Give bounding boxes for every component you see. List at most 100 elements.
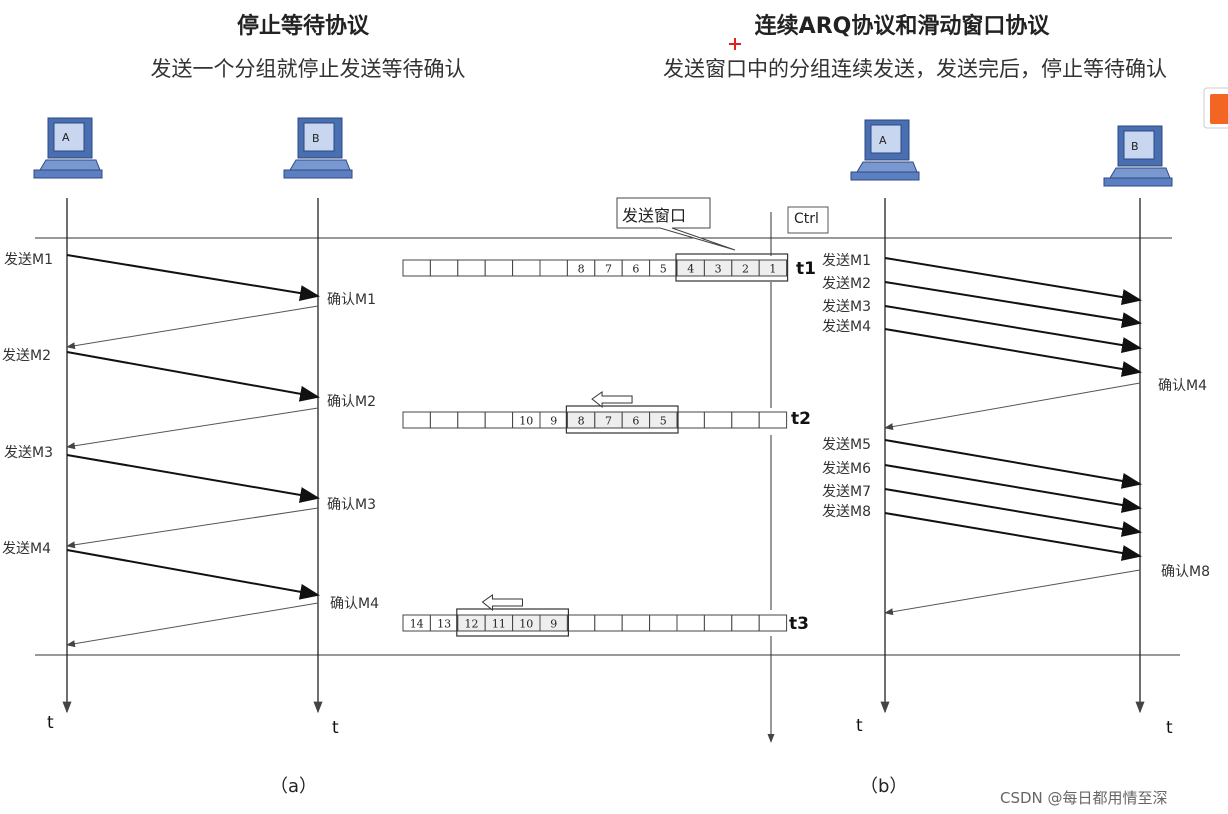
host-a-left-label: A	[62, 131, 70, 144]
ack-arrow	[66, 407, 319, 450]
send-arrow	[66, 549, 320, 600]
sequence-cell	[539, 259, 568, 277]
send-window-callout: 发送窗口	[622, 206, 687, 225]
send-arrow	[884, 305, 1142, 353]
sequence-number: 2	[742, 263, 749, 276]
host-b-right-label: B	[1131, 140, 1139, 153]
ack-arrow	[884, 569, 1141, 616]
time-t2: t2	[791, 409, 811, 429]
left-arrow-icon	[481, 594, 523, 612]
computer-icon	[33, 117, 103, 179]
sequence-number: 7	[605, 263, 612, 276]
send-arrow	[884, 464, 1142, 513]
ack-arrow	[66, 507, 319, 549]
send-label: 发送M7	[822, 484, 871, 500]
host-b-left-label: B	[312, 132, 320, 145]
send-label: 发送M1	[822, 253, 871, 269]
cursor-cross-icon	[729, 38, 741, 50]
sequence-number: 12	[465, 618, 479, 631]
send-label: 发送M3	[4, 445, 53, 461]
ctrl-tooltip: Ctrl	[794, 211, 819, 227]
sequence-number: 5	[660, 263, 667, 276]
send-window-frame	[565, 405, 679, 434]
sequence-cell	[402, 411, 431, 429]
computer-icon	[1103, 125, 1173, 187]
ack-label: 确认M4	[1158, 378, 1207, 394]
send-arrow	[884, 257, 1142, 305]
sequence-number: 6	[632, 415, 639, 428]
right-subtitle: 发送窗口中的分组连续发送，发送完后，停止等待确认	[663, 57, 1167, 81]
send-arrow	[884, 488, 1142, 537]
sequence-number: 1	[769, 263, 776, 276]
host-a-right-label: A	[879, 134, 887, 147]
sequence-cell	[566, 614, 596, 632]
send-window-frame	[675, 253, 789, 282]
send-window-callout-box	[616, 197, 736, 251]
sequence-number: 4	[687, 263, 694, 276]
sequence-number: 8	[578, 415, 585, 428]
time-axis-label: t	[332, 718, 339, 738]
send-arrow	[66, 254, 320, 301]
sequence-cell	[676, 614, 705, 632]
send-label: 发送M6	[822, 461, 871, 477]
send-label: 发送M2	[2, 348, 51, 364]
sequence-number: 3	[715, 263, 722, 276]
ctrl-tooltip-box	[787, 206, 829, 234]
sequence-cell	[731, 411, 760, 429]
send-arrow	[66, 454, 320, 503]
sequence-number: 5	[660, 415, 667, 428]
ack-arrow	[884, 382, 1141, 431]
sequence-number: 10	[519, 618, 533, 631]
sequence-cell	[649, 614, 678, 632]
ack-arrow	[66, 305, 319, 350]
time-t3: t3	[789, 614, 809, 634]
send-arrow	[66, 351, 320, 402]
left-title: 停止等待协议	[236, 14, 370, 39]
sequence-cell	[484, 259, 514, 277]
ack-label: 确认M4	[330, 596, 379, 612]
sequence-cell	[457, 411, 486, 429]
sequence-number: 11	[492, 618, 506, 631]
send-arrow	[884, 281, 1142, 329]
sequence-cell	[758, 614, 788, 632]
ack-label: 确认M2	[327, 394, 376, 410]
caption-a: （a）	[270, 776, 318, 797]
watermark: CSDN @每日都用情至深	[1000, 789, 1168, 807]
send-label: 发送M3	[822, 299, 871, 315]
time-t1: t1	[796, 259, 816, 279]
sequence-number: 6	[632, 263, 639, 276]
ack-label: 确认M3	[327, 497, 376, 513]
send-arrow	[884, 439, 1142, 489]
ack-arrow	[66, 602, 319, 648]
sequence-number: 10	[519, 415, 533, 428]
sequence-cell	[731, 614, 760, 632]
computer-icon	[283, 117, 353, 179]
caption-b: （b）	[860, 776, 908, 797]
sequence-cell	[429, 411, 459, 429]
time-axis-label: t	[1166, 718, 1173, 738]
sequence-number: 8	[578, 263, 585, 276]
computer-icon	[850, 119, 920, 181]
send-arrow	[884, 512, 1142, 561]
send-window-frame	[456, 608, 569, 637]
sequence-cell	[676, 411, 705, 429]
sequence-cell	[758, 259, 788, 277]
sequence-cell	[484, 411, 514, 429]
sequence-cell	[703, 614, 733, 632]
send-arrow	[884, 328, 1142, 377]
send-label: 发送M4	[2, 541, 51, 557]
sequence-number: 7	[605, 415, 612, 428]
send-label: 发送M5	[822, 437, 871, 453]
send-label: 发送M8	[822, 504, 871, 520]
sequence-cell	[703, 411, 733, 429]
sequence-cell	[402, 259, 431, 277]
time-axis-label: t	[856, 716, 863, 736]
sequence-cell	[429, 259, 459, 277]
left-arrow-icon	[591, 391, 633, 409]
ack-label: 确认M1	[327, 292, 376, 308]
left-subtitle: 发送一个分组就停止发送等待确认	[150, 57, 466, 81]
sequence-strip-t1: 8 7 6 5 4 3 2 1	[402, 253, 789, 282]
